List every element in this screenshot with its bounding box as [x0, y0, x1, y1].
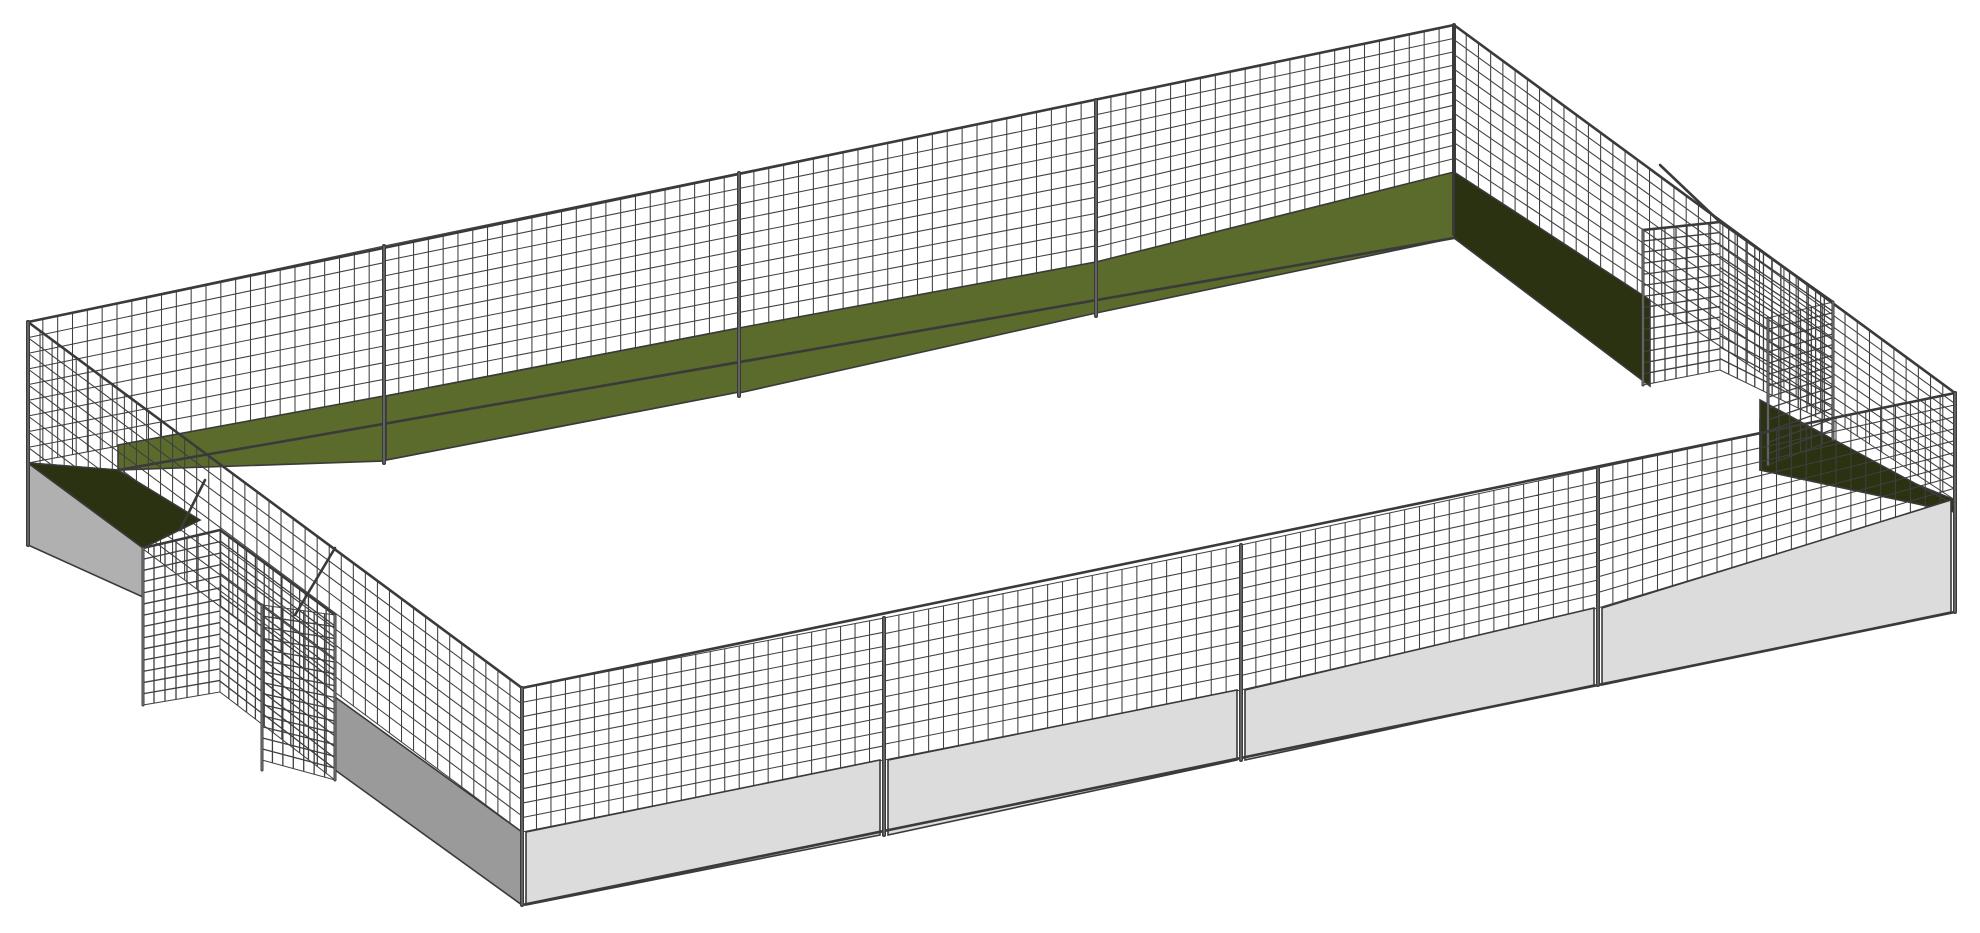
right-goal-strut — [1658, 163, 1722, 224]
left-goal-strut-a — [178, 478, 207, 532]
right-end-wall — [1452, 23, 1957, 513]
right-goal-top-a — [1641, 220, 1722, 232]
front-top-rail — [520, 391, 1957, 690]
front-mesh-2-grid — [1240, 471, 1599, 687]
back-floor-rail — [116, 236, 1456, 472]
left-top-rail — [26, 320, 524, 690]
back-mesh-3-grid — [1095, 28, 1455, 259]
right-goal-side-grid — [1719, 228, 1834, 421]
front-wall — [520, 391, 1957, 907]
left-goal-top-a — [141, 528, 222, 550]
front-board-0 — [525, 759, 881, 906]
left-board-b — [334, 695, 523, 907]
right-goal — [1641, 163, 1835, 467]
right-goal-front-grid — [1767, 304, 1834, 461]
front-bottom-rail — [520, 610, 1957, 907]
left-goal-front-grid — [261, 606, 336, 778]
left-goal — [141, 478, 337, 782]
back-mesh-1-grid — [383, 176, 740, 394]
right-board-a — [1453, 170, 1651, 388]
right-goal-top-b — [1718, 220, 1835, 304]
front-mesh-0-grid — [521, 620, 885, 830]
left-mesh-grid — [27, 330, 523, 823]
back-mesh-0-grid — [27, 249, 385, 461]
back-wall — [26, 23, 1456, 472]
left-goal-top-b — [218, 528, 337, 617]
right-goal-back-grid — [1642, 223, 1721, 383]
left-corner-green — [25, 461, 202, 549]
front-mesh-1-grid — [883, 548, 1242, 758]
back-mesh-2-grid — [738, 103, 1097, 326]
left-goal-back-grid — [142, 532, 221, 704]
left-goal-strut-b — [293, 546, 337, 617]
front-mesh-3-grid — [1597, 396, 1956, 604]
